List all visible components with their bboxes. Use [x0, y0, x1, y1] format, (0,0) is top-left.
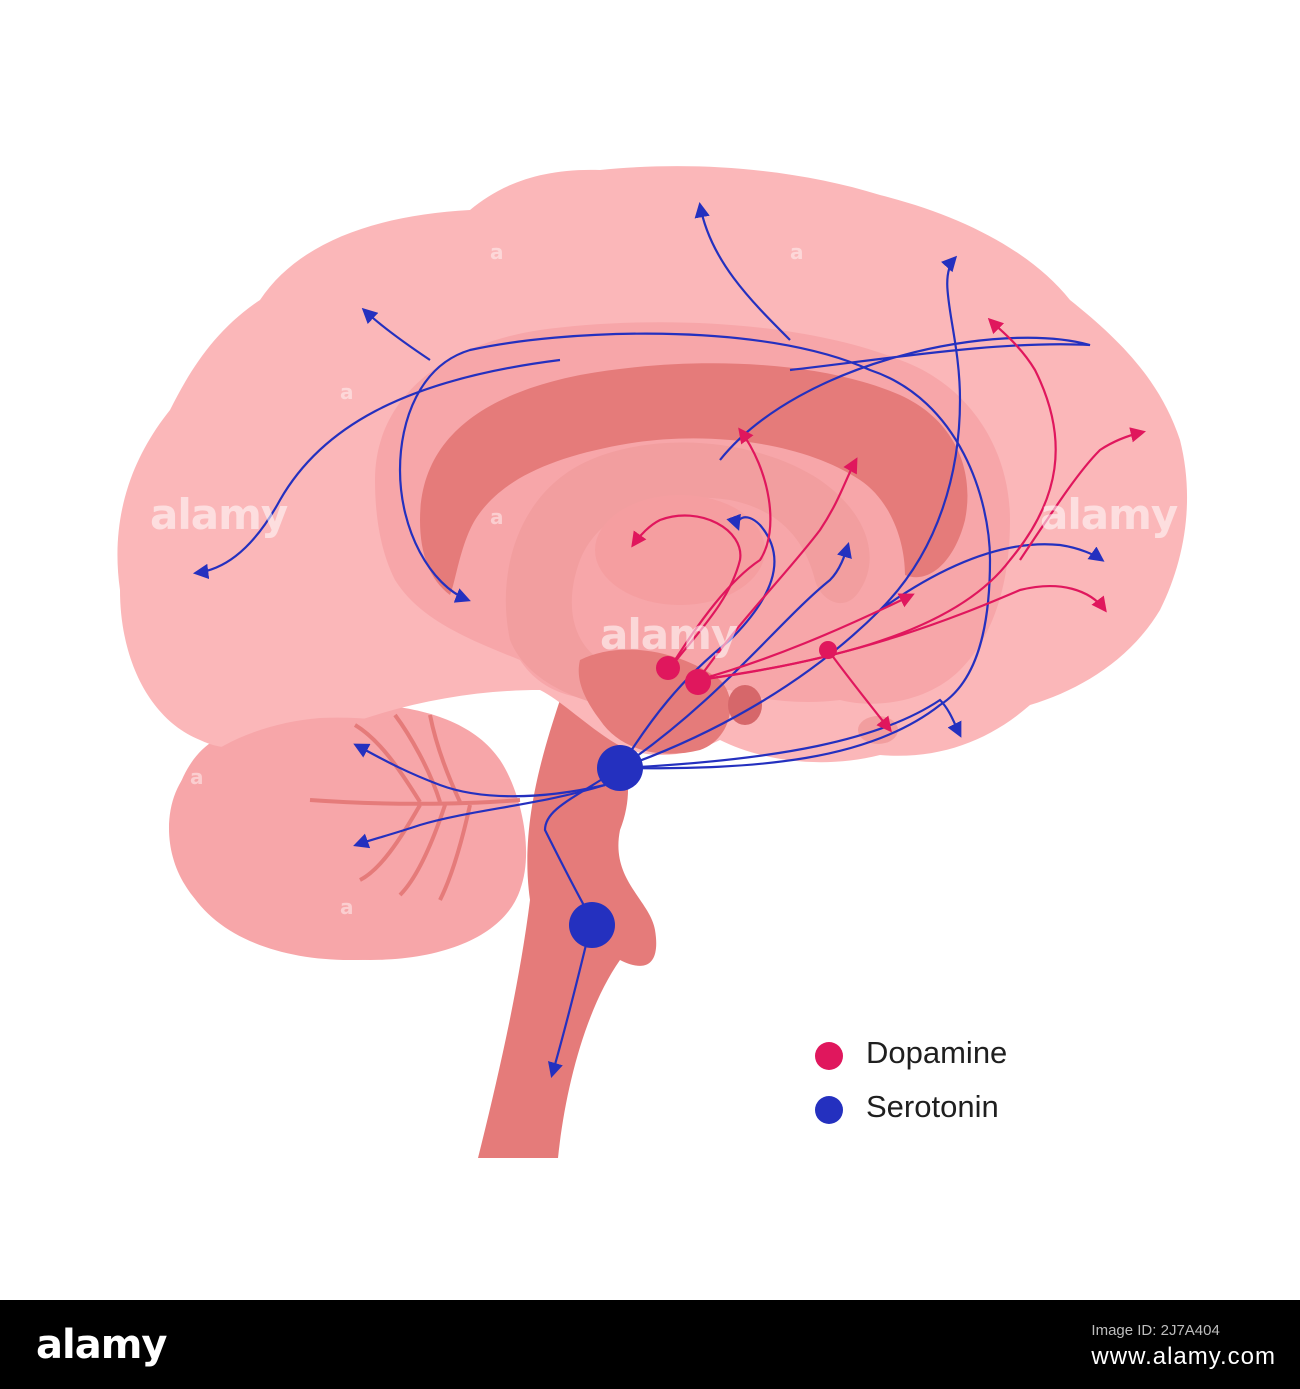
- dopamine-swatch: [815, 1042, 843, 1070]
- serotonin-nucleus-raphe-upper: [597, 745, 643, 791]
- serotonin-pathways: [192, 201, 1105, 1078]
- brain-diagram: [117, 166, 1188, 1158]
- site-url: www.alamy.com: [1091, 1343, 1276, 1370]
- limbic-ring: [505, 442, 870, 716]
- alamy-logo: alamy: [36, 1322, 167, 1368]
- thalamus: [595, 495, 765, 605]
- dopamine-label: Dopamine: [866, 1035, 1008, 1070]
- legend-serotonin: Serotonin: [815, 1087, 1115, 1127]
- image-info: Image ID: 2J7A404 www.alamy.com: [1091, 1322, 1276, 1371]
- corpus-callosum: [420, 363, 968, 595]
- serotonin-nucleus-raphe-lower: [569, 902, 615, 948]
- brainstem: [478, 700, 657, 1158]
- stock-footer: alamy Image ID: 2J7A404 www.alamy.com: [0, 1300, 1300, 1389]
- serotonin-label: Serotonin: [866, 1089, 999, 1124]
- arbor-vitae: [309, 713, 521, 901]
- dopamine-nucleus-2: [685, 669, 711, 695]
- legend-dopamine: Dopamine: [815, 1033, 1115, 1073]
- serotonin-swatch: [815, 1096, 843, 1124]
- dopamine-nucleus-1: [656, 656, 680, 680]
- image-id: Image ID: 2J7A404: [1091, 1322, 1220, 1339]
- dopamine-nucleus-3: [819, 641, 837, 659]
